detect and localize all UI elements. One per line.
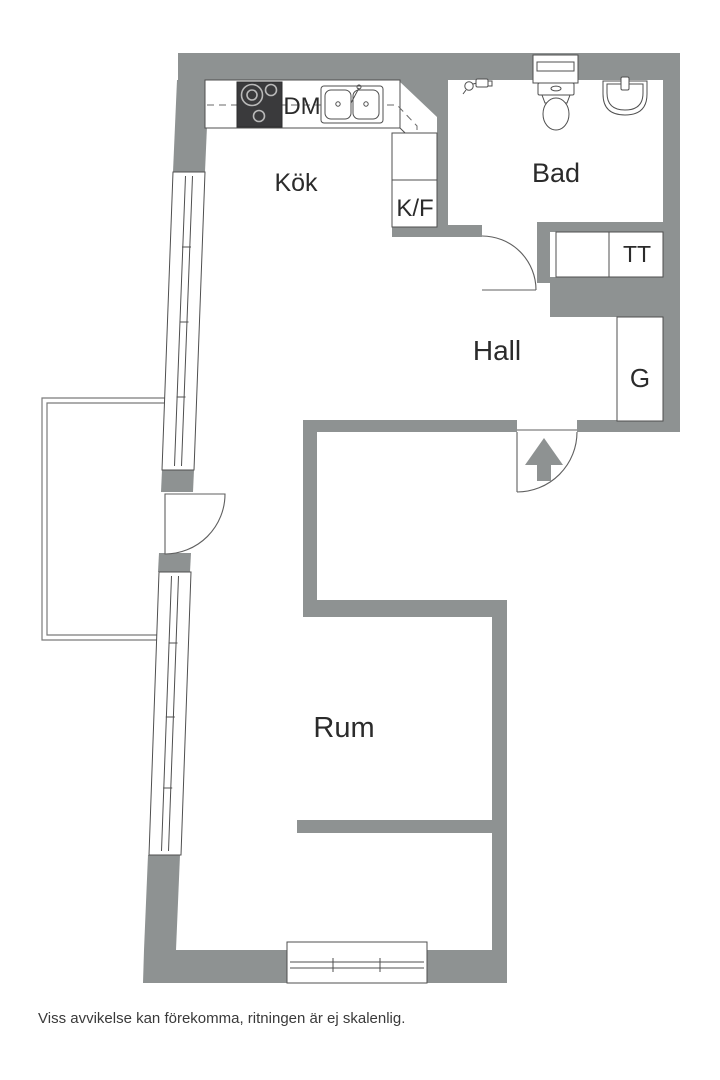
wall-bath-bottom-left (392, 225, 482, 237)
window-mullions (163, 642, 178, 789)
wall-left-lower (144, 855, 180, 950)
wall-stairwell-left (303, 420, 317, 617)
balcony (41, 397, 165, 641)
room-label-room: Rum (313, 712, 374, 744)
window-left-upper (161, 171, 206, 471)
washbasin-icon (602, 76, 648, 116)
wall-hall-bottom-right (577, 420, 680, 432)
laundry-boxes (555, 231, 664, 278)
wall-top (178, 53, 680, 80)
wall-left-block2 (158, 553, 191, 572)
bathroom-vent-window (532, 54, 579, 84)
balcony-outer-line (41, 397, 165, 641)
wall-left-block1 (161, 470, 194, 492)
window-mullions (332, 958, 381, 972)
entry-door-arc (516, 431, 578, 493)
kitchen-sink-icon (320, 84, 384, 124)
entry-arrow-icon (525, 438, 563, 481)
wall-bath-bottom-right (537, 222, 663, 232)
wall-right (663, 80, 680, 432)
wall-hall-bottom-left (303, 420, 517, 432)
entry-door (516, 429, 578, 493)
fixture-label-dishwasher: DM (283, 93, 320, 120)
wall-room-stub (297, 820, 492, 833)
balcony-door-swing (164, 493, 226, 555)
faucet (350, 87, 360, 104)
shower-icon (462, 78, 493, 95)
fixture-label-fridge-freezer: K/F (396, 195, 433, 222)
balcony-inner-line (46, 402, 164, 636)
bathroom-door (481, 235, 537, 291)
window-bottom (286, 941, 428, 984)
fixture-label-laundry: TT (623, 241, 651, 267)
room-label-bathroom: Bad (532, 158, 580, 188)
wall-kitchen-bath-divider (398, 80, 448, 225)
wall-left-upper (173, 80, 209, 172)
toilet-icon (537, 82, 575, 131)
fixture-label-wardrobe: G (630, 363, 650, 393)
room-label-kitchen: Kök (274, 169, 318, 197)
room-label-hall: Hall (473, 335, 521, 366)
stove-icon (236, 81, 283, 128)
fridge-freezer-box (391, 132, 438, 228)
wall-room-right (492, 617, 507, 950)
wall-closet-band (550, 277, 663, 317)
disclaimer-text: Viss avvikelse kan förekomma, ritningen … (38, 1010, 405, 1027)
wall-bath-door-stub (537, 225, 550, 283)
bathroom-door-arc (481, 235, 537, 291)
wardrobe-box (616, 316, 664, 422)
balcony-door (164, 493, 226, 555)
kitchen-counter (204, 79, 438, 228)
window-left-lower (148, 571, 192, 856)
window-mullions (176, 246, 191, 398)
laundry-box-left (555, 231, 610, 278)
laundry-box-right (608, 231, 664, 278)
wall-stairwell-bottom (303, 600, 507, 617)
